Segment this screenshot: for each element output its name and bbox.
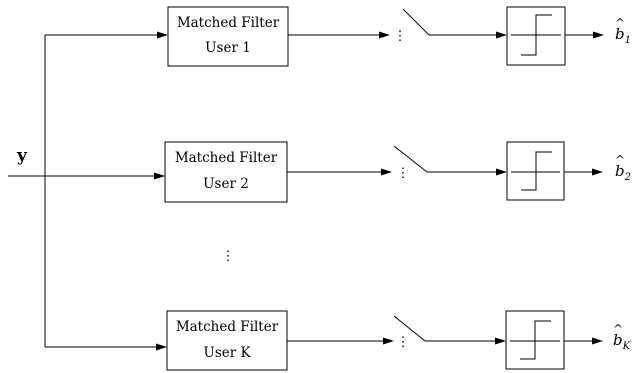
sampler-dots: ⋮ (393, 28, 407, 44)
arrowhead (592, 337, 603, 345)
matched-filter-box (164, 141, 288, 203)
matched-filter-box (166, 310, 288, 371)
sampler-switch (393, 315, 426, 342)
matched-filter-box (167, 6, 289, 67)
filter-user: User 1 (205, 40, 251, 56)
branch-user-k: Matched Filter User K ⋮ bK ^ (45, 310, 631, 371)
hat-accent: ^ (615, 16, 625, 30)
branch-user-2: Matched Filter User 2 ⋮ b2 ^ (154, 141, 631, 203)
sampler-switch (393, 145, 428, 173)
hat-accent: ^ (615, 153, 625, 167)
arrowhead (592, 168, 603, 176)
filter-title: Matched Filter (176, 319, 279, 335)
arrowhead (379, 31, 390, 39)
arrowhead (496, 168, 507, 176)
arrowhead (383, 337, 394, 345)
arrowhead (157, 31, 168, 39)
sampler-dots: ⋮ (396, 165, 410, 181)
sign-function-icon (520, 320, 551, 360)
output-label: b2 (615, 162, 631, 183)
arrowhead (496, 31, 507, 39)
branch-user-1: Matched Filter User 1 ⋮ b1 ^ (45, 6, 631, 67)
output-label: b1 (615, 25, 631, 46)
input-label: y (16, 146, 28, 166)
filter-user: User K (203, 345, 251, 361)
arrowhead (156, 343, 167, 351)
sign-function-icon (521, 151, 552, 191)
filter-user: User 2 (203, 176, 249, 192)
arrowhead (593, 31, 604, 39)
filter-title: Matched Filter (177, 15, 280, 31)
output-label: bK (613, 331, 631, 352)
hat-accent: ^ (613, 322, 623, 336)
branch-ellipsis: ⋮ (221, 248, 235, 264)
sampler-dots: ⋮ (396, 334, 410, 350)
filter-title: Matched Filter (175, 150, 278, 166)
arrowhead (495, 337, 506, 345)
arrowhead (154, 172, 165, 180)
sampler-switch (402, 8, 430, 36)
arrowhead (381, 168, 392, 176)
